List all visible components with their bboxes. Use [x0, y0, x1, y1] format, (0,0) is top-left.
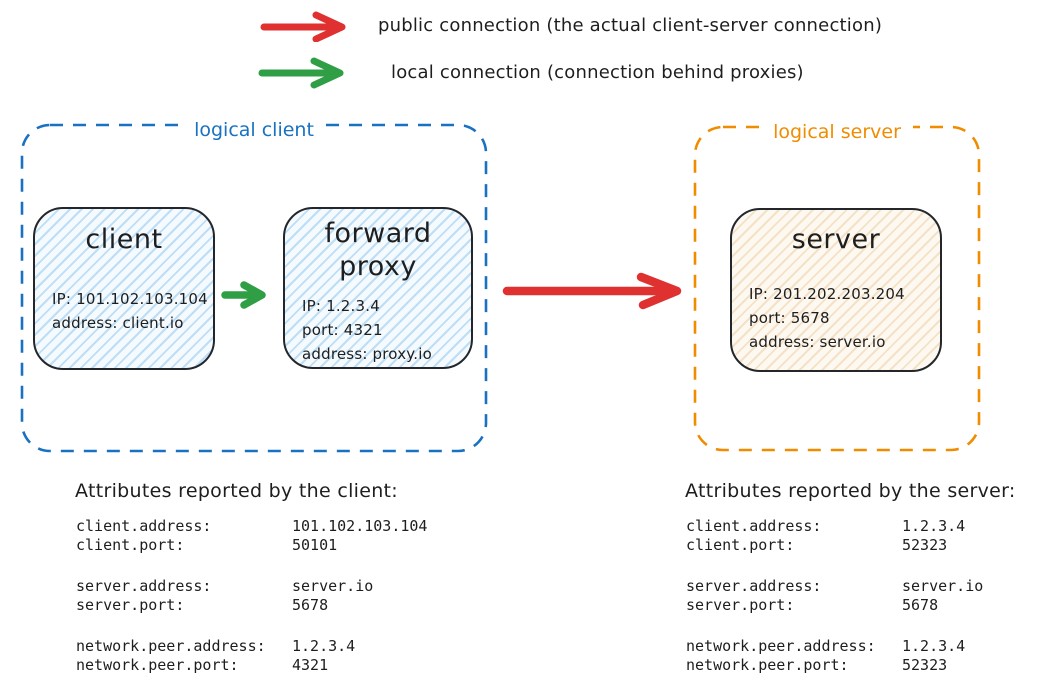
attribute-row: server.port: 5678	[686, 596, 983, 615]
attribute-key: client.address:	[686, 517, 822, 535]
attribute-value: 1.2.3.4	[902, 517, 966, 535]
attribute-value: server.io	[902, 577, 984, 595]
attribute-key: network.peer.address:	[686, 637, 876, 655]
public-connection-main-arrow-icon	[502, 272, 682, 310]
attribute-key: server.port:	[76, 595, 185, 614]
attribute-key: network.peer.address:	[76, 637, 266, 655]
proxy-ip-line: IP: 1.2.3.4	[302, 297, 380, 315]
attribute-key: network.peer.port:	[686, 655, 849, 674]
client-attributes-heading: Attributes reported by the client:	[75, 480, 399, 502]
server-address-line: address: server.io	[749, 333, 886, 351]
client-to-proxy-arrow-icon	[221, 281, 266, 309]
forward-proxy-node: forward proxy IP: 1.2.3.4 port: 4321 add…	[283, 207, 473, 369]
attribute-value: 4321	[292, 655, 329, 674]
attribute-value: 50101	[292, 535, 338, 554]
attribute-value: 5678	[292, 595, 329, 614]
attribute-key: server.address:	[76, 577, 212, 595]
attribute-value: 101.102.103.104	[292, 517, 428, 535]
forward-proxy-node-title: forward proxy	[324, 218, 432, 282]
attribute-value: server.io	[292, 577, 374, 595]
attribute-row: network.peer.address: 1.2.3.4	[76, 637, 427, 656]
attribute-key: client.address:	[76, 517, 212, 535]
proxy-address-line: address: proxy.io	[302, 345, 432, 363]
server-port-line: port: 5678	[749, 309, 830, 327]
forward-proxy-node-details: IP: 1.2.3.4 port: 4321 address: proxy.io	[302, 294, 465, 366]
attribute-value: 5678	[902, 595, 939, 614]
logical-server-outline	[693, 125, 981, 452]
client-address-line: address: client.io	[52, 314, 184, 332]
legend-local-label: local connection (connection behind prox…	[391, 62, 804, 83]
attribute-row: network.peer.port: 4321	[76, 656, 427, 675]
client-node: client IP: 101.102.103.104 address: clie…	[33, 207, 215, 370]
client-attributes-list: client.address: 101.102.103.104 client.p…	[76, 517, 427, 674]
server-attributes-list: client.address: 1.2.3.4 client.port: 523…	[686, 517, 983, 674]
server-ip-line: IP: 201.202.203.204	[749, 285, 905, 303]
proxy-port-line: port: 4321	[302, 321, 383, 339]
attribute-key: client.port:	[686, 535, 795, 554]
attribute-row: client.address: 101.102.103.104	[76, 517, 427, 536]
client-node-details: IP: 101.102.103.104 address: client.io	[52, 287, 208, 335]
attribute-value: 52323	[902, 535, 948, 554]
logical-client-outline	[20, 123, 488, 453]
attribute-row: server.port: 5678	[76, 596, 427, 615]
attribute-key: network.peer.port:	[76, 655, 239, 674]
local-connection-arrow-icon	[258, 57, 344, 89]
attribute-value: 1.2.3.4	[292, 637, 356, 655]
attribute-value: 52323	[902, 655, 948, 674]
attribute-row: client.address: 1.2.3.4	[686, 517, 983, 536]
client-node-title: client	[85, 224, 163, 255]
server-node-details: IP: 201.202.203.204 port: 5678 address: …	[749, 282, 934, 354]
attribute-row: network.peer.address: 1.2.3.4	[686, 637, 983, 656]
attribute-row: client.port: 52323	[686, 536, 983, 555]
attribute-row: server.address: server.io	[76, 577, 427, 596]
attribute-key: client.port:	[76, 535, 185, 554]
attribute-row: network.peer.port: 52323	[686, 656, 983, 675]
attribute-key: server.port:	[686, 595, 795, 614]
attribute-key: server.address:	[686, 577, 822, 595]
attribute-row: client.port: 50101	[76, 536, 427, 555]
server-attributes-heading: Attributes reported by the server:	[685, 480, 1016, 502]
legend-public-label: public connection (the actual client-ser…	[378, 15, 883, 36]
attribute-row: server.address: server.io	[686, 577, 983, 596]
client-ip-line: IP: 101.102.103.104	[52, 290, 208, 308]
server-node: server IP: 201.202.203.204 port: 5678 ad…	[730, 208, 942, 372]
attribute-value: 1.2.3.4	[902, 637, 966, 655]
public-connection-arrow-icon	[260, 11, 346, 42]
server-node-title: server	[791, 224, 881, 255]
